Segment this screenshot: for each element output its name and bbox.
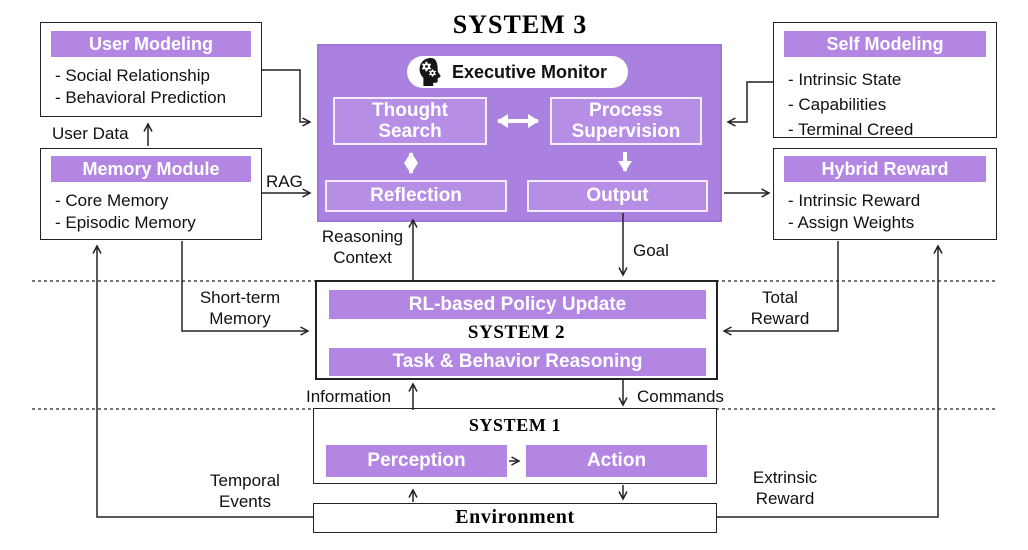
- head-gears-icon: [417, 57, 443, 87]
- memory-module-item: - Episodic Memory: [55, 213, 196, 232]
- self-modeling-item: - Capabilities: [788, 95, 887, 114]
- user-modeling-item: - Social Relationship: [55, 66, 210, 85]
- user-modeling-box: User Modeling - Social Relationship - Be…: [40, 22, 262, 117]
- self-modeling-box: Self Modeling - Intrinsic State - Capabi…: [773, 22, 997, 139]
- executive-monitor-pill: Executive Monitor: [407, 56, 628, 88]
- reflection-box: Reflection: [325, 180, 507, 212]
- short-term-memory-label: Short-term Memory: [199, 288, 281, 328]
- system2-box: RL-based Policy Update SYSTEM 2 Task & B…: [315, 280, 718, 380]
- memory-module-item: - Core Memory: [55, 191, 169, 210]
- reasoning-context-label: Reasoning Context: [321, 227, 404, 267]
- self-modeling-title: Self Modeling: [784, 31, 986, 57]
- user-data-label: User Data: [52, 124, 129, 143]
- extrinsic-reward-label: Extrinsic Reward: [752, 468, 818, 508]
- memory-module-box: Memory Module - Core Memory - Episodic M…: [40, 148, 262, 240]
- goal-label: Goal: [633, 241, 669, 260]
- memory-module-title: Memory Module: [51, 156, 251, 182]
- system1-box: SYSTEM 1 Perception Action: [313, 408, 717, 484]
- user-modeling-title: User Modeling: [51, 31, 251, 57]
- commands-label: Commands: [637, 387, 724, 406]
- output-box: Output: [527, 180, 708, 212]
- policy-update-bar: RL-based Policy Update: [329, 290, 706, 319]
- executive-monitor-label: Executive Monitor: [452, 61, 608, 82]
- system1-title: SYSTEM 1: [468, 415, 562, 435]
- task-reasoning-bar: Task & Behavior Reasoning: [329, 348, 706, 376]
- action-bar: Action: [526, 445, 707, 477]
- process-supervision-box: Process Supervision: [550, 97, 702, 145]
- hybrid-reward-box: Hybrid Reward - Intrinsic Reward - Assig…: [773, 148, 997, 240]
- rag-label: RAG: [266, 172, 303, 191]
- system2-title: SYSTEM 2: [467, 322, 566, 343]
- environment-box: Environment: [313, 503, 717, 533]
- hybrid-reward-item: - Intrinsic Reward: [788, 191, 921, 210]
- thought-search-box: Thought Search: [333, 97, 487, 145]
- self-modeling-item: - Terminal Creed: [788, 120, 914, 139]
- temporal-events-label: Temporal Events: [210, 471, 280, 511]
- hybrid-reward-title: Hybrid Reward: [784, 156, 986, 182]
- information-label: Information: [306, 387, 392, 406]
- hybrid-reward-item: - Assign Weights: [788, 213, 915, 232]
- user-modeling-item: - Behavioral Prediction: [55, 88, 227, 107]
- system3-title: SYSTEM 3: [452, 10, 588, 39]
- perception-bar: Perception: [326, 445, 507, 477]
- total-reward-label: Total Reward: [750, 288, 810, 328]
- self-modeling-item: - Intrinsic State: [788, 70, 902, 89]
